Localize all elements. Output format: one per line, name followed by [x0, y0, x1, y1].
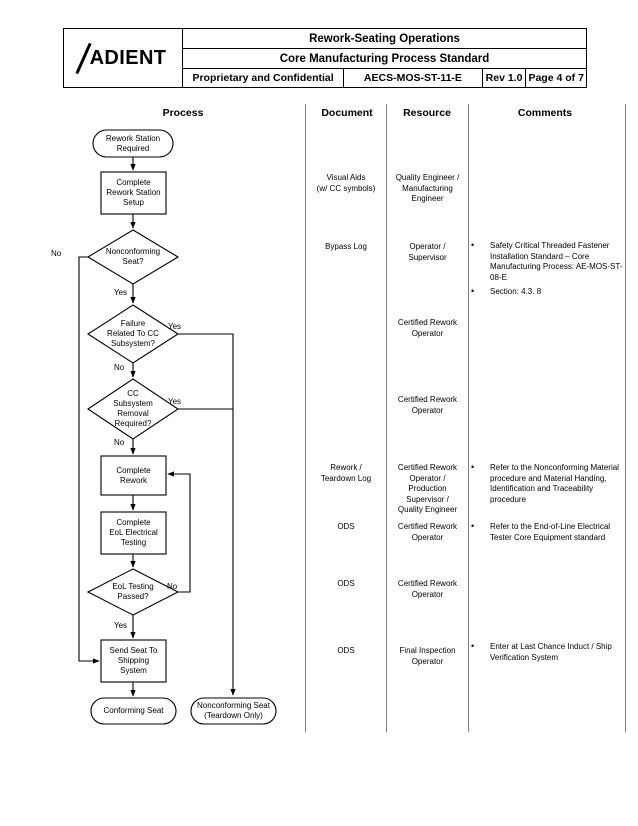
- comment-item: Enter at Last Chance Induct / Ship Verif…: [468, 641, 623, 663]
- edge-label-eol-yes: Yes: [114, 621, 128, 630]
- comments-block-shipping: Enter at Last Chance Induct / Ship Verif…: [468, 641, 623, 667]
- comment-item: Section: 4.3. 8: [468, 286, 623, 298]
- edge-label-cc-removal-yes: Yes: [168, 397, 182, 406]
- logo-wordmark: ADIENT: [89, 46, 167, 69]
- comments-block-rework: Refer to the Nonconforming Material proc…: [468, 462, 623, 509]
- document-cell-ods-2: ODS: [337, 579, 355, 588]
- edge-label-failure-cc-no: No: [114, 363, 125, 372]
- edge-label-eol-no: No: [167, 582, 178, 591]
- page-number-label: Page 4 of 7: [525, 68, 587, 88]
- column-header-resource: Resource: [403, 107, 451, 119]
- edge-label-nonconforming-no: No: [51, 249, 62, 258]
- adient-logo: ADIENT: [64, 29, 182, 87]
- comments-list-eol: Refer to the End-of-Line Electrical Test…: [468, 521, 623, 543]
- document-title-primary: Rework-Seating Operations: [182, 28, 587, 49]
- edge-label-cc-removal-no: No: [114, 438, 125, 447]
- document-cell-bypass-log: Bypass Log: [325, 242, 367, 251]
- divider-document-resource: [386, 104, 387, 732]
- document-cell-ods-1: ODS: [337, 522, 355, 531]
- comments-list-rework: Refer to the Nonconforming Material proc…: [468, 462, 623, 505]
- document-title-secondary: Core Manufacturing Process Standard: [182, 48, 587, 69]
- comments-block-eol: Refer to the End-of-Line Electrical Test…: [468, 521, 623, 547]
- node-label-end-nonconforming: Nonconforming Seat(Teardown Only): [197, 701, 270, 720]
- document-cell-visual-aids: Visual Aids(w/ CC symbols): [316, 173, 376, 193]
- document-cell-ods-3: ODS: [337, 646, 355, 655]
- confidentiality-label: Proprietary and Confidential: [181, 68, 345, 88]
- divider-comments-right: [625, 104, 626, 732]
- comment-item: Refer to the End-of-Line Electrical Test…: [468, 521, 623, 543]
- resource-cell-operator-supervisor: Operator /Supervisor: [408, 242, 447, 262]
- comments-list-bypass: Safety Critical Threaded Fastener Instal…: [468, 240, 623, 298]
- divider-resource-comments: [468, 104, 469, 732]
- edge-label-failure-cc-yes: Yes: [168, 322, 182, 331]
- column-header-document: Document: [321, 107, 373, 119]
- document-cell-rework-teardown-log: Rework /Teardown Log: [320, 463, 372, 483]
- document-header-table: ADIENT Rework-Seating Operations Core Ma…: [63, 28, 587, 88]
- revision-label: Rev 1.0: [481, 68, 527, 88]
- column-header-comments: Comments: [517, 107, 573, 119]
- adient-logo-cell: ADIENT: [63, 28, 183, 88]
- document-code: AECS-MOS-ST-11-E: [343, 68, 483, 88]
- column-header-process: Process: [162, 107, 204, 119]
- comment-item: Safety Critical Threaded Fastener Instal…: [468, 240, 623, 283]
- edge-label-nonconforming-yes: Yes: [114, 288, 128, 297]
- comments-block-bypass: Safety Critical Threaded Fastener Instal…: [468, 240, 623, 302]
- comments-list-shipping: Enter at Last Chance Induct / Ship Verif…: [468, 641, 623, 663]
- comment-item: Refer to the Nonconforming Material proc…: [468, 462, 623, 505]
- node-label-end-conforming: Conforming Seat: [103, 706, 164, 715]
- divider-process-document: [305, 104, 306, 732]
